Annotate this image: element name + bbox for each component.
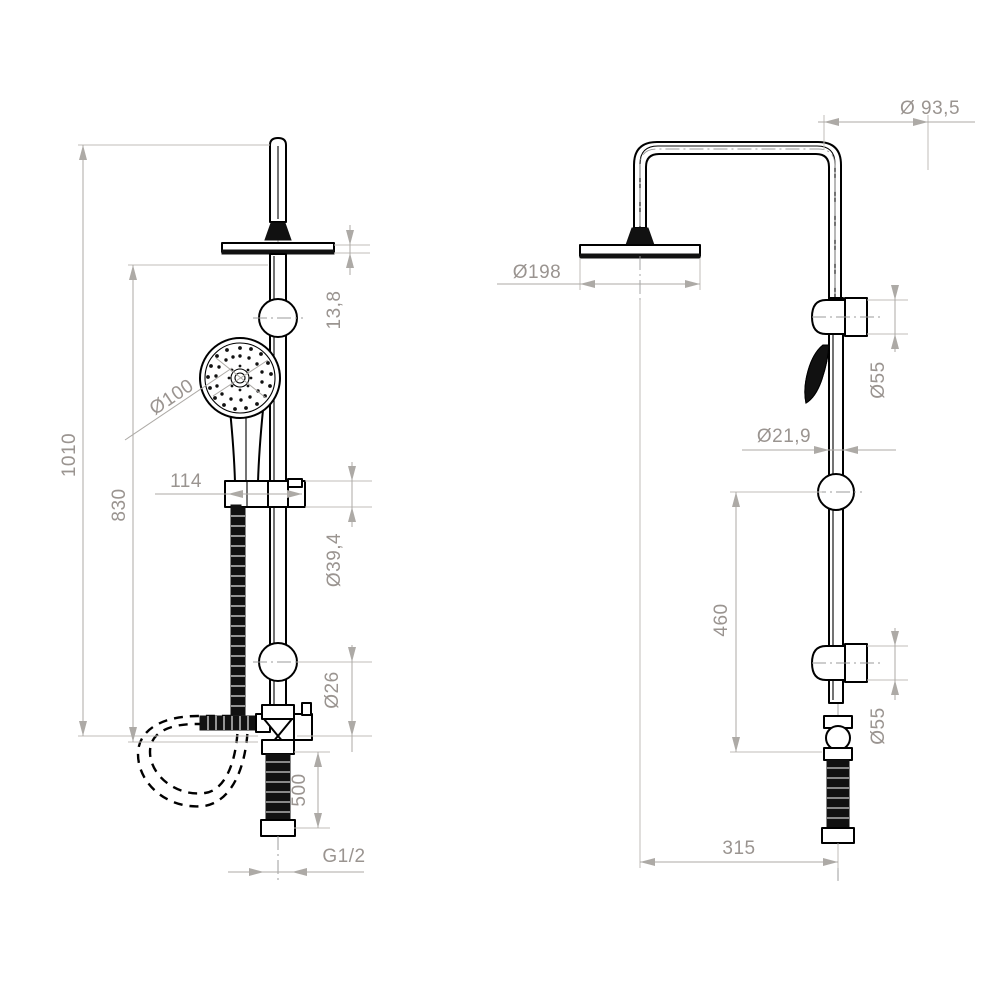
dim-total-height-side: 315 [639, 300, 839, 868]
front-view: 1010 830 13,8 Ø100 [59, 137, 372, 880]
supply-hose-front [260, 753, 296, 880]
dim-upper-bracket-diameter-label: Ø55 [868, 361, 889, 398]
dim-hose-length: 500 [289, 751, 330, 829]
hand-shower-side [804, 344, 830, 404]
dim-head-diameter-label: Ø198 [513, 262, 561, 283]
dim-bracket-spacing: 460 [711, 491, 822, 753]
hand-shower-front [199, 337, 281, 483]
dim-head-thickness: 13,8 [324, 225, 370, 329]
dim-hose-length-label: 500 [289, 773, 310, 806]
dim-overall-height: 1010 [59, 144, 270, 737]
dim-rail-height-label: 830 [109, 488, 130, 521]
dim-riser-diameter: Ø26 [297, 645, 372, 752]
hose-loop-dashed [136, 714, 250, 808]
dim-holder-projection-label: 114 [170, 471, 202, 492]
dim-riser-diameter-label: Ø26 [322, 671, 343, 708]
dim-rail-height: 830 [109, 264, 268, 743]
upper-wall-bracket-side [811, 297, 880, 337]
dim-lower-bracket-diameter-label: Ø55 [868, 707, 889, 744]
dim-arm-projection-label: Ø 93,5 [900, 98, 960, 119]
dim-head-diameter: Ø198 [497, 258, 701, 290]
dim-tube-diameter: Ø21,9 [742, 426, 896, 454]
bottom-connection-side [823, 715, 853, 761]
dim-thread-size: G1/2 [228, 846, 365, 876]
hose-horizontal-front [199, 713, 271, 733]
overhead-shower-front [221, 242, 335, 255]
dim-total-height-side-label: 315 [722, 838, 755, 859]
lower-wall-bracket-side [811, 643, 880, 683]
dim-holder-projection: 114 [155, 471, 302, 498]
dim-thread-size-label: G1/2 [322, 846, 365, 867]
dim-tube-diameter-label: Ø21,9 [757, 426, 811, 447]
dim-bracket-spacing-label: 460 [711, 603, 732, 636]
dim-arm-projection: Ø 93,5 [818, 98, 975, 170]
shower-hose-front [230, 507, 246, 724]
dim-holder-diameter-label: Ø39,4 [324, 533, 345, 587]
side-view: Ø 93,5 Ø198 Ø55 Ø21,9 [497, 98, 975, 885]
spray-jets [206, 346, 273, 411]
dim-head-thickness-label: 13,8 [324, 291, 345, 330]
dim-holder-diameter: Ø39,4 [305, 462, 372, 587]
shower-arm-side [633, 141, 842, 301]
overhead-shower-side [579, 227, 701, 300]
dim-upper-bracket-diameter: Ø55 [867, 285, 908, 399]
dim-lower-bracket-diameter: Ø55 [867, 628, 908, 745]
dim-handshower-diameter-label: Ø100 [146, 375, 198, 420]
upper-rail-clamp [253, 298, 303, 338]
lower-rail-clamp [253, 642, 303, 682]
front-top-pipe [264, 137, 292, 241]
supply-hose-side [821, 759, 855, 885]
dim-overall-height-label: 1010 [59, 433, 80, 477]
bottom-valve-front [261, 702, 313, 755]
